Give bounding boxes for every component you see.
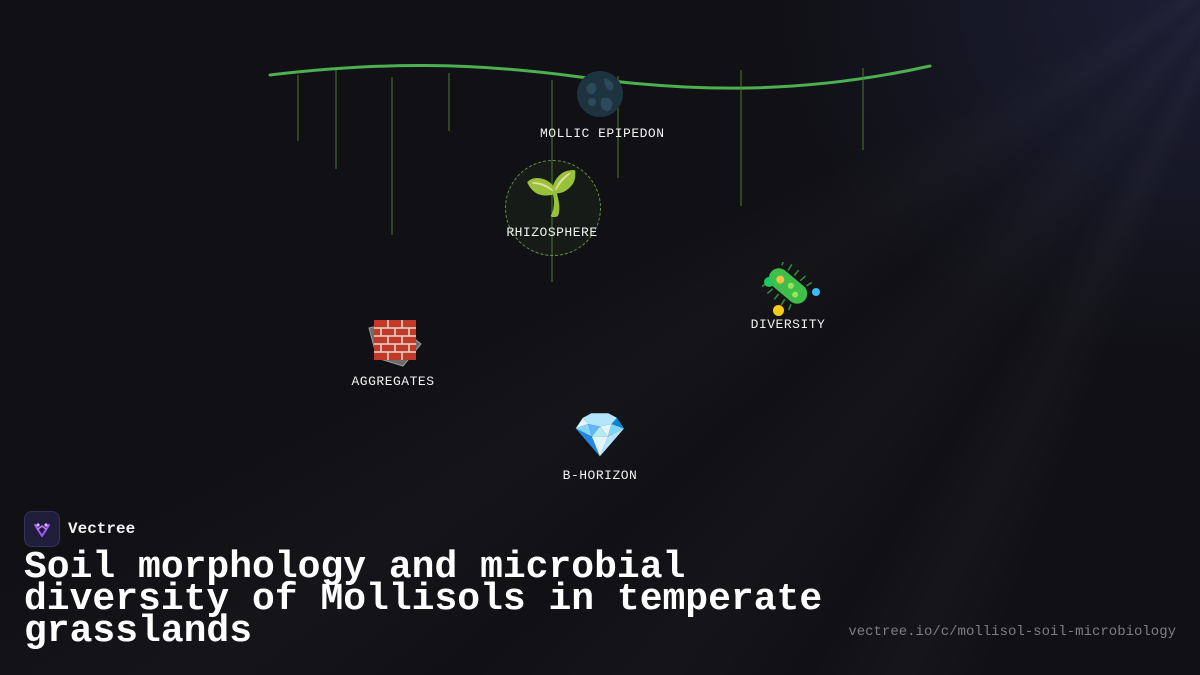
node-b-horizon: 💎 B-HORIZON	[550, 410, 650, 484]
microbe-dot-yellow	[773, 305, 784, 316]
node-diversity: DIVERSITY	[738, 262, 838, 332]
source-url[interactable]: vectree.io/c/mollisol-soil-microbiology	[848, 624, 1176, 640]
rhizosphere-ring	[505, 160, 601, 256]
microbe-dot-blue	[812, 288, 820, 296]
node-aggregates: AGGREGATES	[343, 318, 443, 389]
dark-soil-globe-icon	[577, 71, 623, 117]
node-label: MOLLIC EPIPEDON	[540, 126, 665, 141]
brick-icon	[368, 320, 422, 367]
microbe-dot-green	[764, 277, 774, 287]
node-rhizosphere: 🌱 RHIZOSPHERE	[492, 168, 612, 241]
microbe-icon	[762, 262, 813, 311]
gem-icon: 💎	[572, 410, 628, 461]
brand: Vectree	[24, 511, 136, 547]
vectree-logo-icon	[24, 511, 60, 547]
grass-line	[268, 64, 932, 90]
node-label: B-HORIZON	[562, 468, 638, 483]
node-label: AGGREGATES	[351, 374, 435, 389]
node-label: DIVERSITY	[750, 317, 826, 332]
node-label: RHIZOSPHERE	[506, 225, 598, 240]
page-title: Soil morphology and microbial diversity …	[24, 546, 823, 653]
node-mollic-epipedon: MOLLIC EPIPEDON	[540, 70, 665, 141]
seedling-icon: 🌱	[524, 168, 580, 219]
brand-name: Vectree	[68, 520, 136, 538]
